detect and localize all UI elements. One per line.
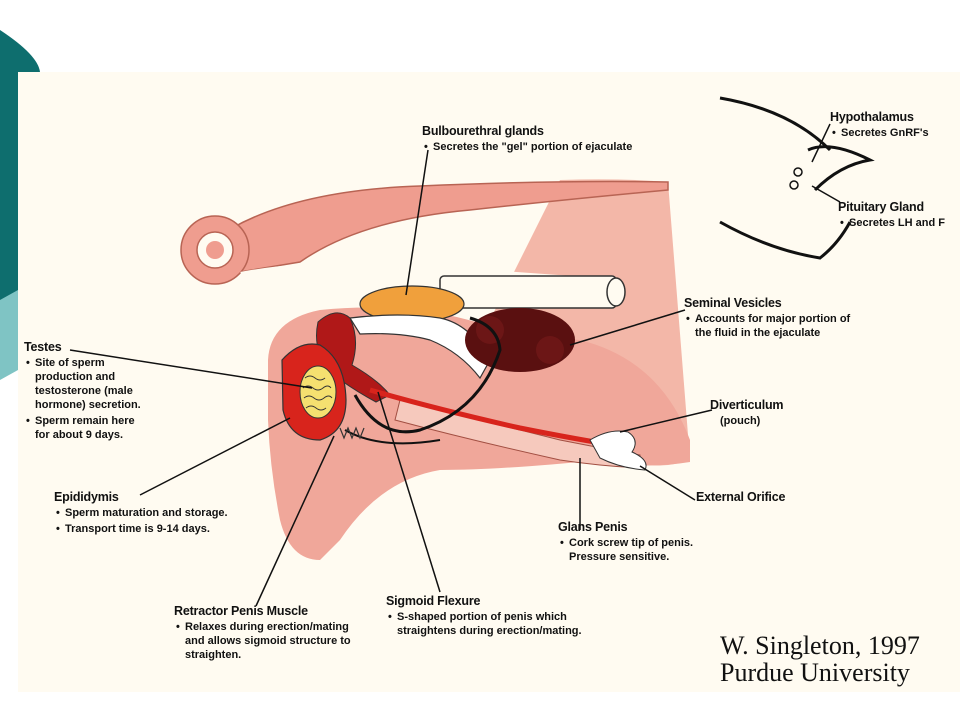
label-title: Seminal Vesicles <box>684 296 782 310</box>
label-bullet: Relaxes during erection/mating and allow… <box>176 620 351 662</box>
label-bulbourethral-glands: Bulbourethral glands Secretes the "gel" … <box>422 124 632 156</box>
label-bullet: Cork screw tip of penis. Pressure sensit… <box>560 536 693 564</box>
label-bullet: Secretes GnRF's <box>832 126 929 140</box>
credit-institution: Purdue University <box>720 658 910 687</box>
label-testes: Testes Site of sperm production and test… <box>24 340 141 444</box>
hypothalamus-node <box>793 167 803 177</box>
label-title: Glans Penis <box>558 520 628 534</box>
label-title: Testes <box>24 340 62 354</box>
label-glans-penis: Glans Penis Cork screw tip of penis. Pre… <box>558 520 693 566</box>
label-title: Retractor Penis Muscle <box>174 604 308 618</box>
pointer-lines <box>69 149 713 607</box>
rectum <box>231 180 669 273</box>
slide-decoration-teal-left <box>0 72 18 360</box>
retractor-muscle-zigzag <box>339 426 365 440</box>
label-pituitary-gland: Pituitary Gland Secretes LH and F <box>838 200 945 232</box>
prostate-lobes <box>348 314 491 380</box>
label-title: External Orifice <box>696 490 786 504</box>
label-sigmoid-flexure: Sigmoid Flexure S-shaped portion of peni… <box>386 594 582 640</box>
pituitary-pointer <box>811 185 841 203</box>
label-bullet: S-shaped portion of penis which straight… <box>388 610 582 638</box>
brain-sketch <box>719 96 875 260</box>
tail-coil-core <box>206 241 224 259</box>
vas-deferens <box>353 316 502 434</box>
pituitary-node <box>789 180 799 190</box>
label-subtitle: (pouch) <box>720 415 761 427</box>
urethra-tube <box>439 275 617 309</box>
label-bullet: Sperm maturation and storage. <box>56 506 228 520</box>
label-epididymis: Epididymis Sperm maturation and storage.… <box>54 490 228 538</box>
label-title: Epididymis <box>54 490 119 504</box>
label-hypothalamus: Hypothalamus Secretes GnRF's <box>830 110 929 142</box>
seminiferous-tubules <box>302 375 333 411</box>
testis <box>299 365 337 419</box>
label-title: Sigmoid Flexure <box>386 594 481 608</box>
label-title: Pituitary Gland <box>838 200 924 214</box>
label-bullet: Accounts for major portion of the fluid … <box>686 312 850 340</box>
slide-decoration-teal <box>0 30 40 72</box>
seminal-vesicle-bump-2 <box>536 336 564 364</box>
label-diverticulum: Diverticulum (pouch) <box>710 398 784 428</box>
label-title: Diverticulum <box>710 398 784 412</box>
label-external-orifice: External Orifice <box>696 490 785 506</box>
label-bullet: Sperm remain here for about 9 days. <box>26 414 141 442</box>
label-bullet: Transport time is 9-14 days. <box>56 522 228 536</box>
hypothalamus-pointer <box>811 123 831 163</box>
glans <box>589 430 647 471</box>
vas-deferens-loop <box>344 429 441 445</box>
urethra-tube-opening <box>606 277 626 307</box>
credit-author: W. Singleton, 1997 <box>720 631 920 660</box>
label-title: Hypothalamus <box>830 110 914 124</box>
page-bottom-strip <box>18 692 960 720</box>
label-bullet: Secretes the "gel" portion of ejaculate <box>424 140 632 154</box>
author-credit: W. Singleton, 1997 Purdue University <box>720 632 920 686</box>
label-title: Bulbourethral glands <box>422 124 544 138</box>
label-seminal-vesicles: Seminal Vesicles Accounts for major port… <box>684 296 850 342</box>
label-retractor-penis-muscle: Retractor Penis Muscle Relaxes during er… <box>174 604 351 664</box>
slide-decoration-light <box>0 290 18 380</box>
label-bullet: Site of sperm production and testosteron… <box>26 356 141 412</box>
label-bullet: Secretes LH and F <box>840 216 945 230</box>
